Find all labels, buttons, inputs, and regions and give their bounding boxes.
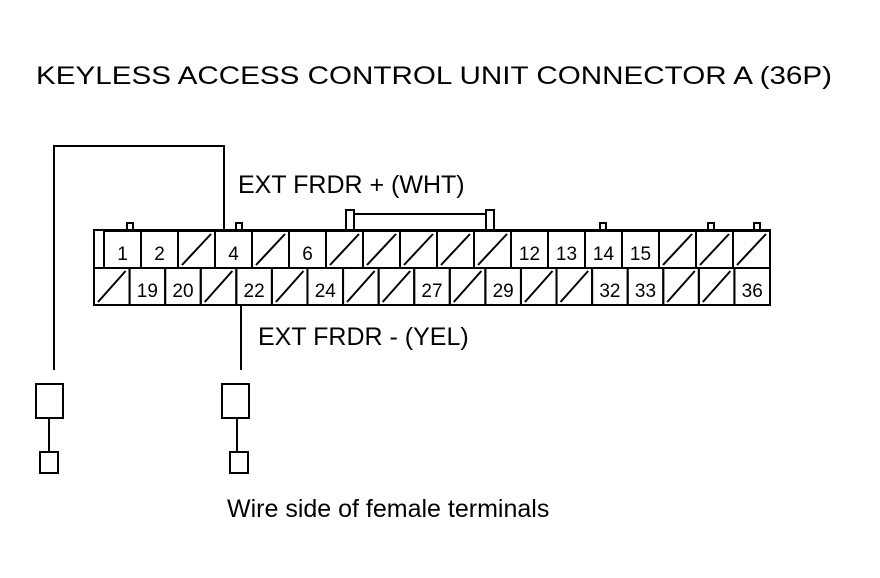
pin-number: 36	[742, 281, 763, 302]
pin-number: 4	[228, 244, 239, 265]
connector-bottom-row: 19 20 22 24 27 29 32 33 36	[93, 267, 772, 306]
pin-number: 6	[302, 244, 313, 265]
footer-caption: Wire side of female terminals	[227, 495, 549, 523]
pin-number: 12	[519, 244, 540, 265]
pin-number: 2	[154, 244, 165, 265]
pin-number: 13	[556, 244, 577, 265]
pin-number: 19	[137, 281, 158, 302]
ext-frdr-plus-label: EXT FRDR + (WHT)	[238, 171, 465, 199]
pin-number: 33	[635, 281, 656, 302]
terminal-left	[35, 383, 64, 474]
pin-number: 14	[593, 244, 615, 265]
pin-number: 29	[493, 281, 514, 302]
pin-number: 1	[117, 244, 128, 265]
pin-number: 15	[630, 244, 651, 265]
pin-number: 27	[421, 281, 442, 302]
ext-frdr-minus-label: EXT FRDR - (YEL)	[258, 323, 469, 351]
diagram-title: KEYLESS ACCESS CONTROL UNIT CONNECTOR A …	[36, 62, 832, 90]
terminal-right	[221, 383, 250, 474]
pin-number: 20	[172, 281, 193, 302]
bottom-row-cavity: 36	[733, 267, 772, 306]
ext-frdr-plus-wire	[53, 145, 225, 370]
pin-number: 24	[315, 281, 337, 302]
pin-number: 22	[244, 281, 265, 302]
pin-number: 32	[599, 281, 620, 302]
